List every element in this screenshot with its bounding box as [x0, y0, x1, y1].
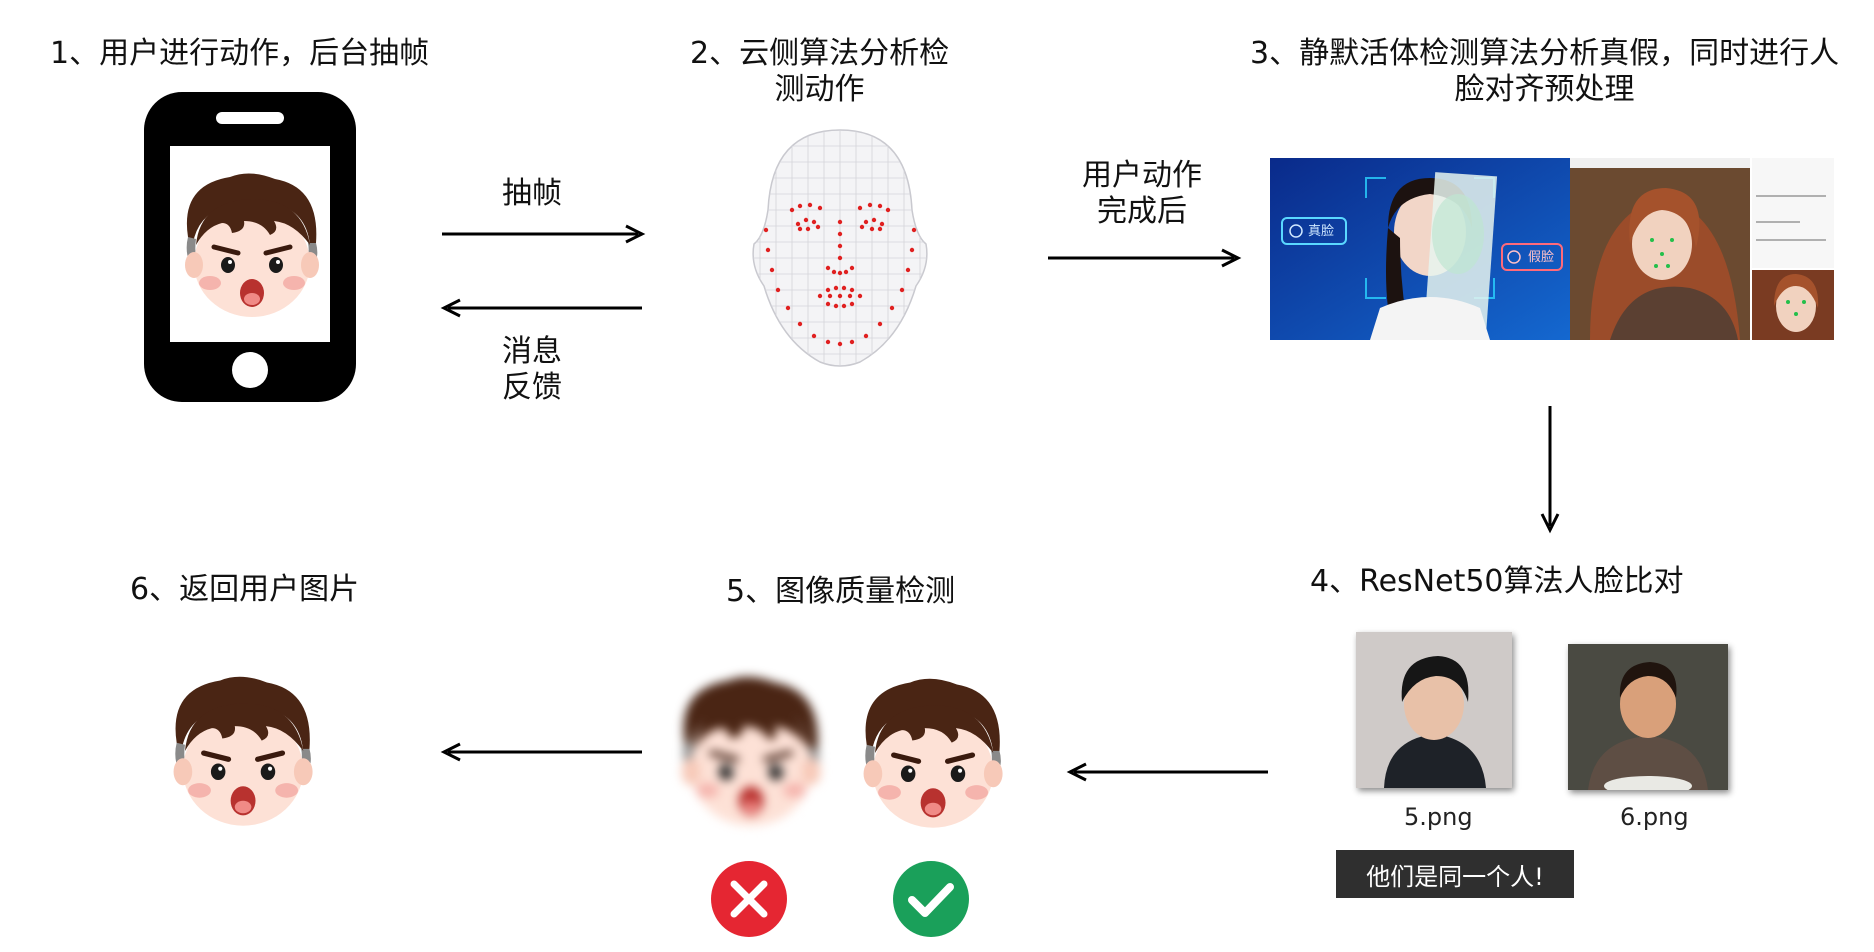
- arrow-to-quality: [1062, 760, 1272, 784]
- step2-title-line1: 2、云侧算法分析检: [690, 36, 950, 71]
- comparison-result: 他们是同一个人!: [1336, 850, 1574, 898]
- label-action-done-line2: 完成后: [1097, 194, 1187, 229]
- arrow-feedback: [436, 296, 646, 320]
- fake-face-badge: 假脸: [1528, 250, 1555, 265]
- step4-title: 4、ResNet50算法人脸比对: [1310, 564, 1684, 599]
- label-action-done: 用户动作 完成后: [1082, 158, 1202, 230]
- step1-title: 1、用户进行动作，后台抽帧: [50, 36, 430, 71]
- alignment-panel: [1570, 158, 1834, 340]
- photo-caption-1: 5.png: [1404, 803, 1473, 831]
- photo-person-1: [1356, 632, 1512, 788]
- real-face-badge: 真脸: [1308, 224, 1335, 239]
- step3-title-line2: 脸对齐预处理: [1454, 72, 1635, 107]
- label-feedback-line2: 反馈: [502, 370, 562, 405]
- arrow-action-done: [1046, 246, 1246, 270]
- label-feedback: 消息 反馈: [502, 334, 562, 406]
- face-mesh-illustration: [740, 126, 940, 372]
- label-extract-frame: 抽帧: [502, 176, 562, 211]
- accept-icon: [892, 860, 970, 938]
- liveness-panel: 真脸 假脸: [1270, 158, 1570, 340]
- step3-title: 3、静默活体检测算法分析真假，同时进行人 脸对齐预处理: [1250, 36, 1839, 108]
- step3-title-line1: 3、静默活体检测算法分析真假，同时进行人: [1250, 36, 1840, 71]
- arrow-to-comparison: [1538, 404, 1562, 534]
- label-feedback-line1: 消息: [502, 334, 562, 369]
- reject-icon: [710, 860, 788, 938]
- arrow-extract-frame: [440, 222, 650, 246]
- label-action-done-line1: 用户动作: [1082, 158, 1202, 193]
- photo-person-2: [1568, 644, 1728, 790]
- arrow-to-return: [436, 740, 646, 764]
- step2-title-line2: 测动作: [774, 72, 865, 107]
- clear-face: [848, 668, 1014, 838]
- step2-title: 2、云侧算法分析检 测动作: [690, 36, 949, 108]
- step5-title: 5、图像质量检测: [726, 574, 956, 609]
- phone-illustration: [140, 88, 360, 406]
- returned-face: [158, 666, 324, 836]
- photo-caption-2: 6.png: [1620, 803, 1689, 831]
- step6-title: 6、返回用户图片: [130, 572, 360, 607]
- blurry-face: [666, 666, 832, 836]
